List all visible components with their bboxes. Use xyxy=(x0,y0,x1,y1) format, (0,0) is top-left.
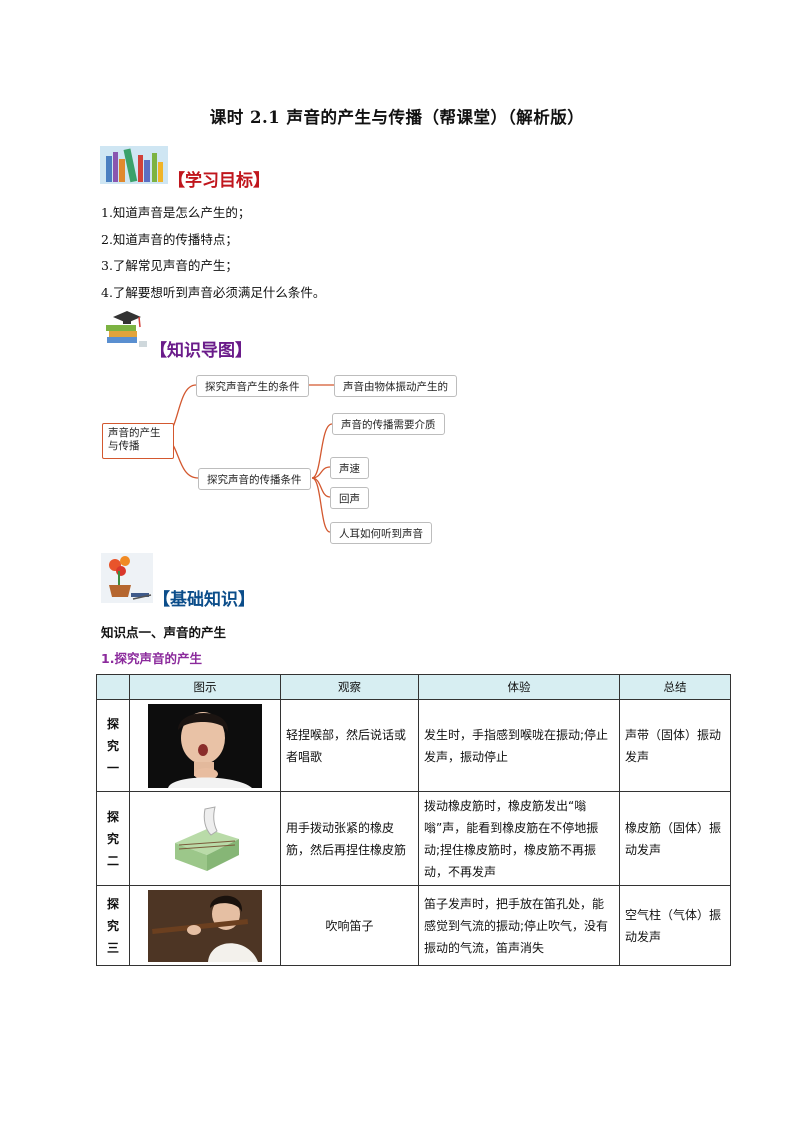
row-label: 探 究 二 xyxy=(96,791,130,886)
mind-map-connectors xyxy=(161,384,334,533)
rubber-band-box-image xyxy=(175,805,239,871)
table-header-cell: 总结 xyxy=(619,674,731,700)
summary-cell: 空气柱（气体）振动发声 xyxy=(619,885,731,966)
mindmap-node-medium: 声音的传播需要介质 xyxy=(332,413,445,435)
goal-item: 1.知道声音是怎么产生的； xyxy=(101,205,251,220)
table-header-cell: 观察 xyxy=(280,674,419,700)
mindmap-root-node: 声音的产生 与传播 xyxy=(102,423,174,459)
subheading: 1.探究声音的产生 xyxy=(101,651,202,666)
image-cell xyxy=(129,791,281,886)
mindmap-heading: 【知识导图】 xyxy=(150,341,252,361)
graduation-books-icon xyxy=(106,311,147,347)
goal-item: 2.知道声音的传播特点； xyxy=(101,231,238,247)
experiment-table: 图示 观察 体验 总结 探 究 一 xyxy=(96,674,731,966)
table-row: 探 究 三 吹响笛子 笛子发声时，把手放在笛孔处 xyxy=(96,885,731,966)
mindmap-branch-propagation: 探究声音的传播条件 xyxy=(198,468,311,490)
table-header-cell: 图示 xyxy=(129,674,281,700)
goals-list: 1.知道声音是怎么产生的； 2.知道声音的传播特点； 3.了解常见声音的产生； … xyxy=(101,200,325,306)
basics-heading: 【基础知识】 xyxy=(153,590,255,610)
image-cell xyxy=(129,885,281,966)
books-icon xyxy=(100,146,168,184)
mindmap-node-echo: 回声 xyxy=(330,487,369,509)
table-header-cell xyxy=(96,674,130,700)
row-label: 探 究 一 xyxy=(96,699,130,792)
knowledge-point-title: 知识点一、声音的产生 xyxy=(101,625,227,640)
woman-singing-image xyxy=(148,703,262,788)
observe-cell: 用手拨动张紧的橡皮筋，然后再捏住橡皮筋 xyxy=(280,791,419,886)
mindmap-root-line: 与传播 xyxy=(108,440,140,452)
table-header-cell: 体验 xyxy=(418,674,620,700)
table-row: 探 究 一 轻捏喉部，然后说话或者唱歌 发生时， xyxy=(96,699,731,792)
table-row: 探 究 二 用手拨动张紧的橡皮筋，然后再捏住橡皮筋 拨动橡皮筋时，橡皮筋发 xyxy=(96,791,731,886)
mindmap-node-vibration: 声音由物体振动产生的 xyxy=(334,375,457,397)
mindmap-branch-production: 探究声音产生的条件 xyxy=(196,375,309,397)
mindmap-root-line: 声音的产生 xyxy=(108,427,161,439)
row-label: 探 究 三 xyxy=(96,885,130,966)
experience-cell: 发生时，手指感到喉咙在振动;停止发声，振动停止 xyxy=(418,699,620,792)
flute-player-image xyxy=(148,889,262,962)
image-cell xyxy=(129,699,281,792)
observe-cell: 轻捏喉部，然后说话或者唱歌 xyxy=(280,699,419,792)
table-header-row: 图示 观察 体验 总结 xyxy=(96,674,731,700)
goal-item: 4.了解要想听到声音必须满足什么条件。 xyxy=(101,284,326,300)
page-title: 课时 2.1 声音的产生与传播（帮课堂）（解析版） xyxy=(209,108,585,127)
goal-item: 3.了解常见声音的产生； xyxy=(101,258,238,273)
summary-cell: 声带（固体）振动发声 xyxy=(619,699,731,792)
summary-cell: 橡皮筋（固体）振动发声 xyxy=(619,791,731,886)
experience-cell: 笛子发声时，把手放在笛孔处，能感觉到气流的振动;停止吹气，没有振动的气流，笛声消… xyxy=(418,885,620,966)
observe-cell: 吹响笛子 xyxy=(280,885,419,966)
mindmap-node-hearing: 人耳如何听到声音 xyxy=(330,522,432,544)
mindmap-node-speed: 声速 xyxy=(330,457,369,479)
goals-heading: 【学习目标】 xyxy=(168,171,270,191)
experience-cell: 拨动橡皮筋时，橡皮筋发出“嗡嗡”声，能看到橡皮筋在不停地振动;捏住橡皮筋时，橡皮… xyxy=(418,791,620,886)
flower-pot-icon xyxy=(101,553,153,603)
